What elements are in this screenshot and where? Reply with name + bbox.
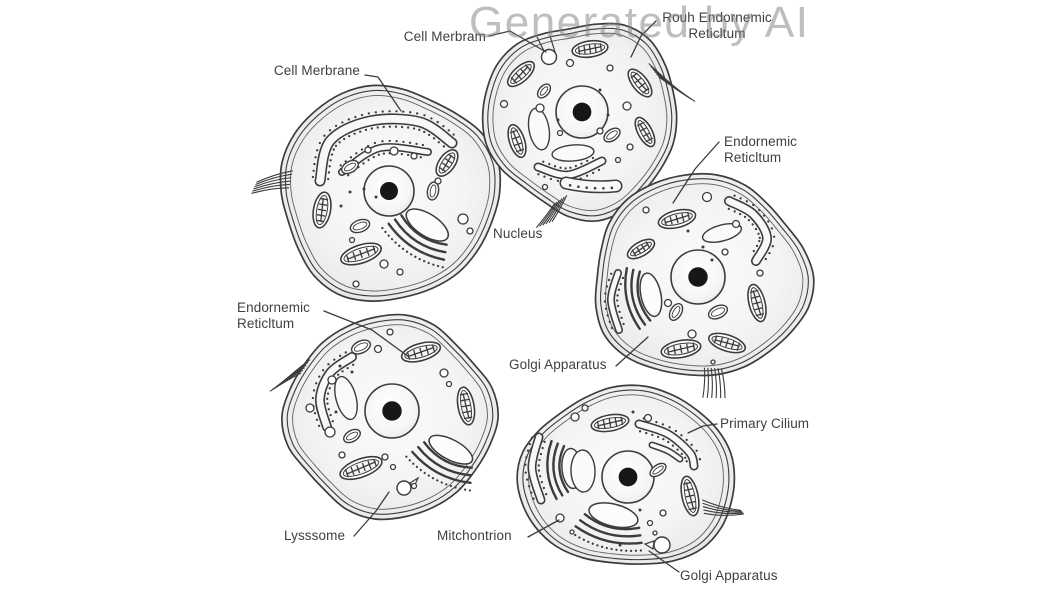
leader-lysosome bbox=[353, 491, 390, 537]
leader-cell-merbram bbox=[488, 30, 547, 53]
label-nucleus: Nucleus bbox=[493, 226, 543, 241]
label-endoplasmic-reticulum-right: Endornemic Reticltum bbox=[724, 134, 798, 165]
label-endoplasmic-reticulum-left: Endornemic Reticltum bbox=[237, 300, 311, 331]
leader-cell-membrane bbox=[364, 74, 402, 112]
leader-er-left bbox=[323, 310, 410, 358]
cell-top-left bbox=[251, 84, 502, 302]
ai-watermark: Generated by AI bbox=[469, 0, 810, 47]
label-lysosome: Lysssome bbox=[284, 528, 346, 543]
label-golgi-apparatus-bottom: Golgi Apparatus bbox=[680, 568, 778, 583]
label-rough-endoplasmic-reticulum: Rouh Endornemic Reticltum bbox=[662, 10, 772, 41]
label-primary-cilium: Primary Cilium bbox=[720, 416, 810, 431]
cell-bottom-middle bbox=[516, 384, 744, 565]
leader-lines-layer bbox=[323, 20, 720, 573]
leader-rough-er bbox=[630, 20, 657, 58]
label-cell-membrane: Cell Merbrane bbox=[273, 63, 360, 78]
cells-layer bbox=[251, 22, 815, 565]
label-golgi-apparatus-right: Golgi Apparatus bbox=[509, 357, 607, 372]
label-mitochondrion: Mitchontrion bbox=[437, 528, 512, 543]
cell-top-middle bbox=[481, 22, 696, 228]
leader-golgi-bottom bbox=[648, 550, 680, 573]
cell-right bbox=[594, 172, 815, 399]
leader-primary-cilium bbox=[687, 423, 718, 434]
leader-er-right bbox=[672, 141, 720, 204]
cell-bottom-left bbox=[269, 313, 499, 521]
label-cell-merbram: Cell Merbram bbox=[403, 29, 486, 44]
leader-golgi-right bbox=[615, 336, 649, 367]
leader-mitochondrion bbox=[527, 519, 560, 538]
